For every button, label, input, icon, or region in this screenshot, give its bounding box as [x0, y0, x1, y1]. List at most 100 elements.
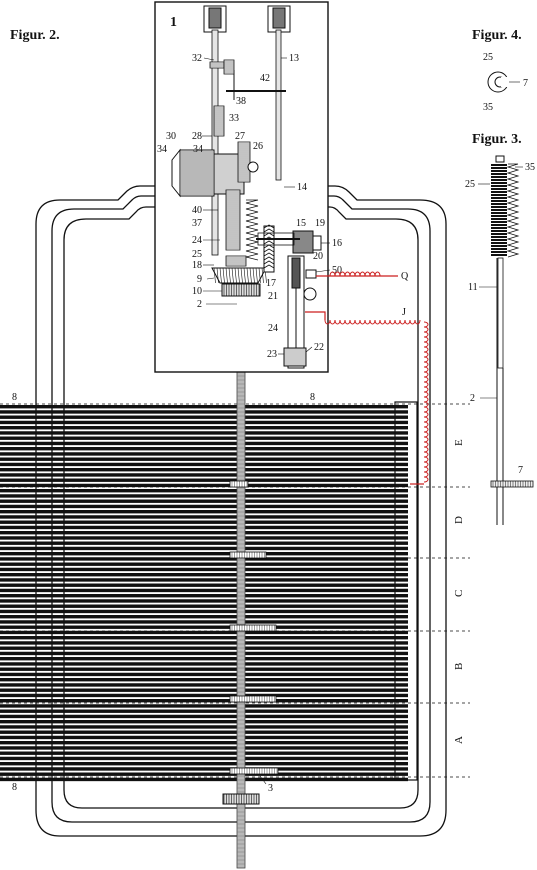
fig3-coil-winding [491, 221, 507, 223]
section-label-b: B [453, 663, 465, 670]
top-clamp-right [267, 5, 291, 33]
fig3-coil-winding [491, 167, 507, 169]
coil-bobbin [171, 148, 245, 198]
section-label-d: D [453, 516, 465, 524]
label-15: 15 [296, 218, 306, 229]
plate [0, 552, 408, 556]
right-shaft [275, 29, 282, 181]
label-26: 26 [253, 141, 263, 152]
label-40: 40 [192, 205, 202, 216]
gear-block [209, 61, 225, 69]
fig3-coil-winding [491, 236, 507, 238]
plate [0, 562, 408, 566]
plate [0, 678, 408, 682]
plate [0, 573, 408, 577]
plate [0, 609, 408, 614]
worm-tooth [263, 224, 275, 229]
bevel-tooth [237, 267, 240, 284]
plate [0, 557, 408, 561]
fig3-coil-winding [491, 164, 507, 166]
box-number: 1 [170, 15, 177, 30]
plate [0, 588, 408, 593]
fig3-coil-winding [491, 224, 507, 226]
plate [0, 415, 408, 419]
label-50: 50 [332, 265, 342, 276]
lower-frame [283, 255, 317, 369]
plate [0, 746, 408, 750]
bevel-tooth [231, 267, 234, 284]
fig3-coil-winding [491, 218, 507, 220]
plate [0, 483, 408, 488]
plate [0, 462, 408, 467]
plate [0, 510, 408, 514]
label-27: 27 [235, 131, 245, 142]
label-42: 42 [260, 73, 270, 84]
fig3-coil-winding [491, 203, 507, 205]
gear-19-16 [256, 230, 322, 254]
plate [0, 720, 408, 724]
fig3-coil-winding [491, 248, 507, 250]
label-2: 2 [197, 299, 202, 310]
fig3-coil-winding [491, 173, 507, 175]
label-33: 33 [229, 113, 239, 124]
rod-collars [229, 480, 279, 775]
label-34b: 34 [193, 144, 203, 155]
worm-tooth [263, 248, 275, 253]
plate [0, 693, 408, 698]
gear-10 [221, 283, 261, 297]
plate [0, 704, 408, 708]
top-clamp-left [203, 5, 227, 33]
plate [0, 630, 408, 635]
fig3-coil-winding [491, 227, 507, 229]
plate [0, 725, 408, 729]
fig3-coil-winding [491, 230, 507, 232]
worm-tooth [263, 240, 275, 245]
fig3-coil-winding [491, 233, 507, 235]
worm-tooth [263, 256, 275, 261]
plate [0, 583, 408, 587]
plate [0, 473, 408, 477]
worm-gear-17 [263, 224, 275, 273]
fig3-coil-winding [491, 185, 507, 187]
bevel-tooth [219, 267, 222, 284]
rod-collar [229, 767, 279, 775]
plate [0, 531, 408, 535]
plate [0, 441, 408, 446]
fig3-coil-winding [491, 182, 507, 184]
plate [0, 420, 408, 425]
worm-tooth [263, 252, 275, 257]
gear-block [213, 105, 225, 137]
bottom-gear [222, 793, 260, 805]
plate [0, 688, 408, 692]
fig3-coil-winding [491, 251, 507, 253]
bevel-tooth [243, 267, 246, 284]
fig4-label-35: 35 [483, 102, 493, 113]
marker-8-bottom-left: 8 [12, 782, 17, 793]
bevel-tooth [213, 267, 216, 284]
marker-3-rod: 3 [268, 783, 273, 794]
label-19: 19 [315, 218, 325, 229]
plate [0, 662, 408, 666]
worm-tooth [263, 260, 275, 265]
bevel-tooth [258, 267, 261, 284]
label-21: 21 [268, 291, 278, 302]
label-23: 23 [267, 349, 277, 360]
plate [0, 636, 408, 640]
plate [0, 604, 408, 608]
figure-4-title: Figur. 4. [472, 28, 522, 43]
plate [0, 751, 408, 755]
fig3-coil-winding [491, 176, 507, 178]
label-10: 10 [192, 286, 202, 297]
fig3-coil-winding [491, 215, 507, 217]
worm-tooth [263, 264, 275, 269]
plate [0, 546, 408, 551]
bevel-tooth [261, 267, 264, 284]
fig3-coil-winding [491, 197, 507, 199]
plate [0, 405, 408, 409]
plate [0, 709, 408, 713]
plate [0, 410, 408, 414]
bevel-tooth [252, 267, 255, 284]
label-28: 28 [192, 131, 202, 142]
plate [0, 457, 408, 461]
